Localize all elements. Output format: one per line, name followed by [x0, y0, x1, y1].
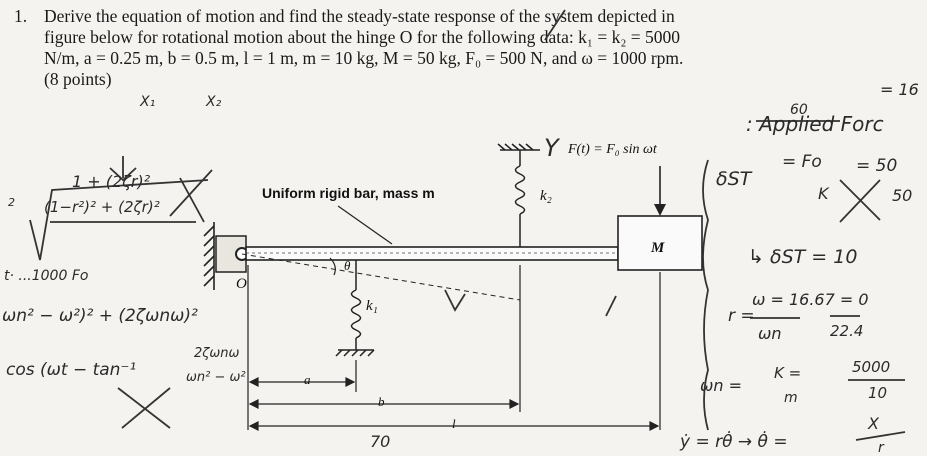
hw-fo-over-k: = Fo	[782, 152, 822, 172]
hw-x-var: X	[868, 414, 879, 433]
problem-line-4: (8 points)	[44, 69, 112, 89]
rigid-bar	[245, 246, 619, 261]
hw-t-fo: t· ...1000 Fo	[4, 268, 89, 284]
hw-cos-term: cos (ωt − tan⁻¹	[6, 360, 137, 380]
hw-r-eq: r =	[728, 306, 755, 326]
a-dimension-label: a	[304, 372, 311, 387]
hw-delta-st-2: ↳ δST = 10	[748, 246, 858, 268]
hw-wn-sq: ωn² − ω²)² + (2ζωnω)²	[2, 306, 198, 326]
handwritten-marks	[29, 9, 906, 441]
mass-label: M	[651, 240, 665, 256]
hw-x2: X₂	[206, 94, 222, 110]
problem-line-3: N/m, a = 0.25 m, b = 0.5 m, l = 1 m, m =…	[44, 48, 684, 68]
hw-sqrt-5000: 5000	[852, 358, 891, 376]
hw-ydot: ẏ = rθ̇ → θ̇ =	[680, 432, 788, 452]
k1-label: k₁	[366, 298, 378, 314]
dimension-lines	[247, 265, 661, 431]
hw-w-over-wn: ω = 16.67 = 0	[752, 290, 869, 309]
problem-line-1: 1.Derive the equation of motion and find…	[14, 6, 675, 26]
hw-wn: ωn	[758, 324, 782, 343]
hw-delta-st-1: δST	[716, 168, 752, 190]
hw-amp-num: 1 + (2ζr)²	[72, 172, 151, 191]
hw-k-denom: K	[818, 184, 829, 203]
theta-arc	[329, 257, 336, 276]
hinge-label: O	[236, 276, 247, 292]
hw-seventy: 70	[370, 432, 391, 451]
force-label: F(t) = F₀ sin ωt	[568, 142, 657, 157]
hw-eq-16: = 16	[880, 80, 919, 99]
bar-label: Uniform rigid bar, mass m	[262, 185, 435, 201]
hw-cos-den: ωn² − ω²	[186, 370, 246, 385]
hw-r-var: r	[878, 440, 884, 456]
hw-cos-num: 2ζωnω	[194, 346, 240, 361]
hw-m-den: m	[784, 390, 798, 406]
hw-wn-eq: ωn =	[700, 376, 743, 395]
hw-den-224: 22.4	[830, 322, 864, 340]
k2-label: k₂	[540, 188, 552, 204]
b-dimension-label: b	[378, 394, 385, 409]
mass-block	[617, 215, 703, 271]
l-dimension-label: l	[452, 416, 456, 431]
bar-label-pointer	[337, 205, 393, 245]
problem-statement: 1.Derive the equation of motion and find…	[14, 6, 894, 90]
hw-amp-den: (1−r²)² + (2ζr)²	[44, 198, 160, 216]
theta-label: θ	[344, 258, 351, 273]
hw-eq-500: = 50	[856, 156, 898, 176]
hw-over-60: 60	[790, 102, 808, 118]
rotated-bar-line	[241, 253, 521, 301]
hw-sqrt-10: 10	[868, 384, 888, 402]
hw-two-small: 2	[8, 196, 15, 209]
spring-k1	[335, 260, 375, 357]
hw-y-eq: Y	[544, 134, 559, 162]
hw-x1: X₁	[140, 94, 156, 110]
hw-applied-force: : Applied Forc	[746, 112, 884, 136]
problem-line-2: figure below for rotational motion about…	[44, 27, 681, 47]
spring-k2	[497, 143, 540, 247]
hw-sqrt-k-m: K =	[774, 364, 802, 382]
problem-number: 1.	[14, 6, 28, 26]
hw-den-50: 50	[892, 186, 913, 205]
hinge-wall	[203, 222, 215, 290]
